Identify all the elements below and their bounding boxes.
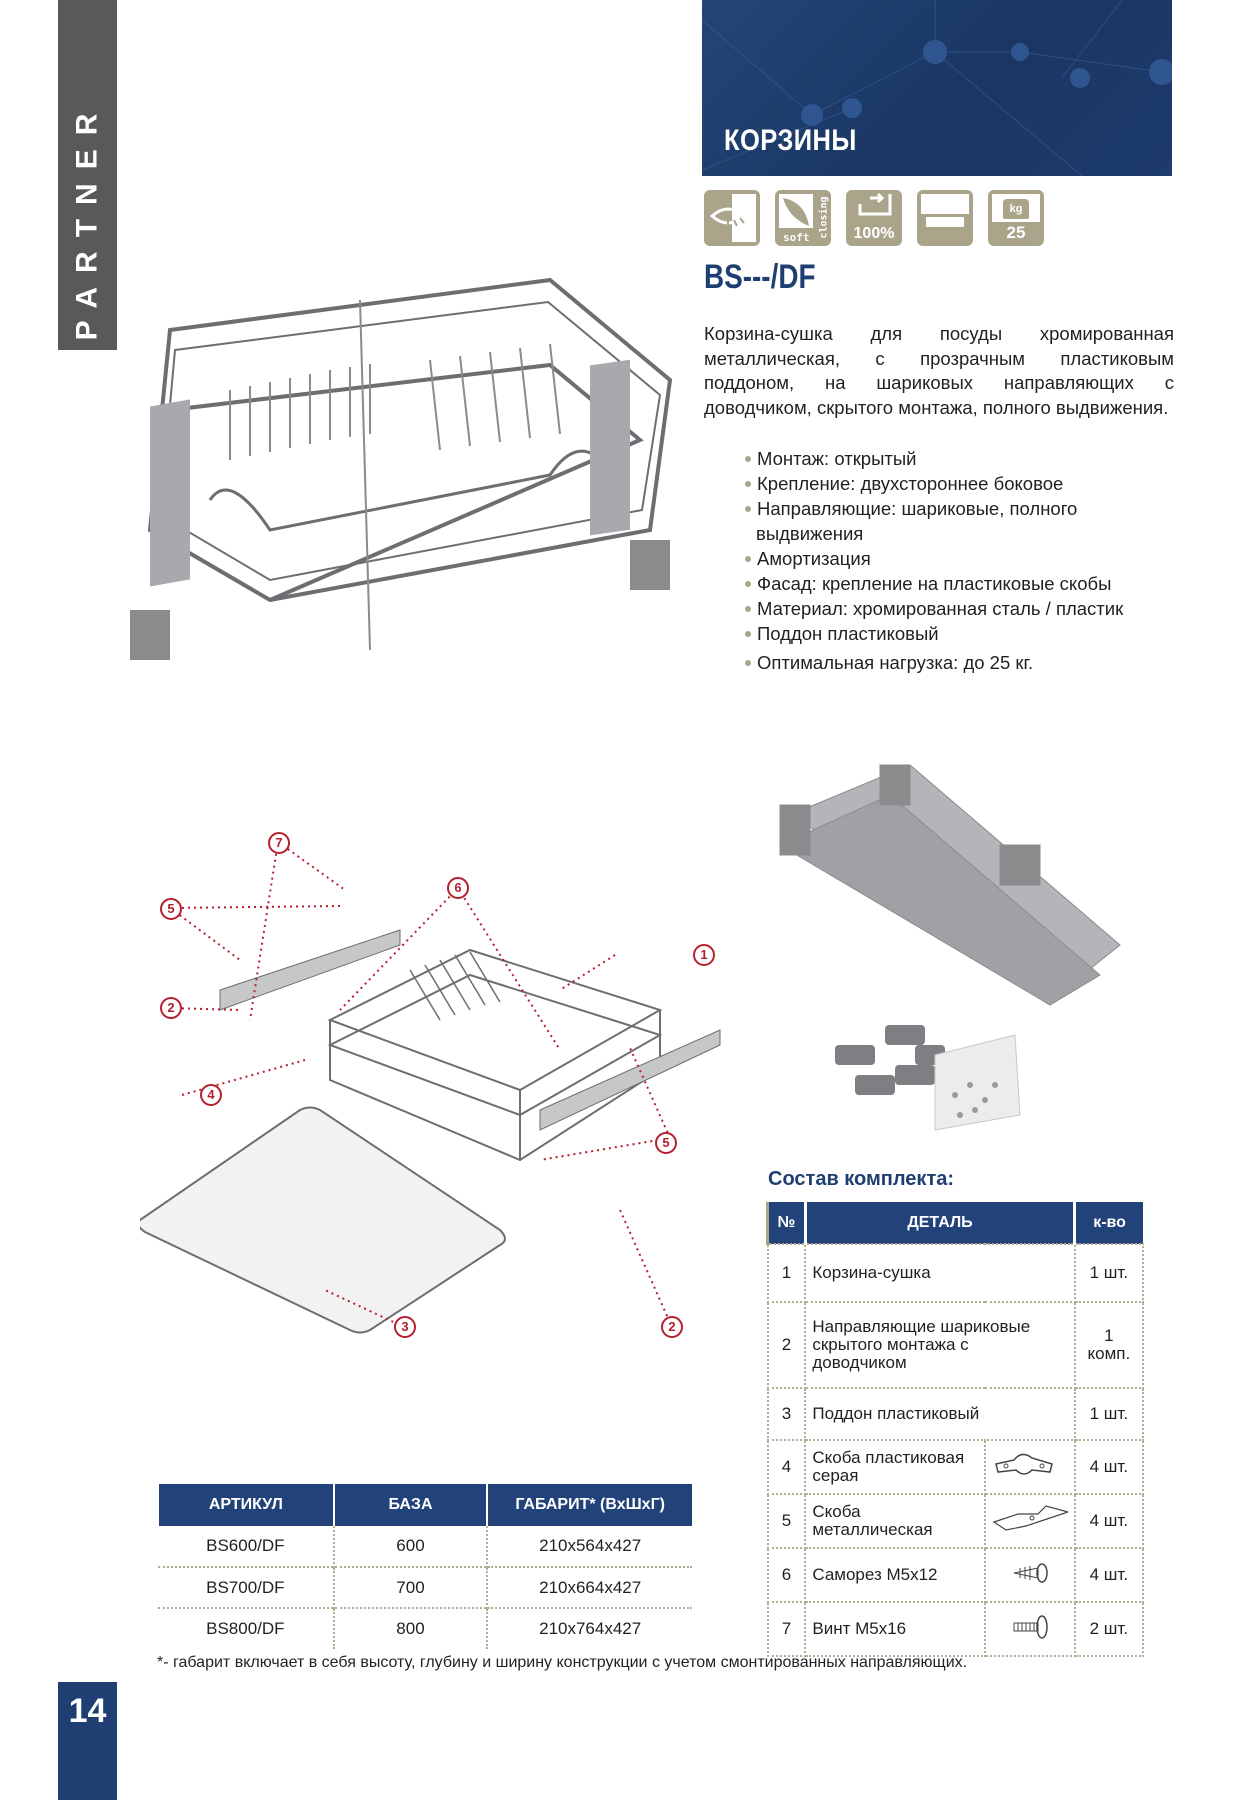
header-dimensions: ГАБАРИТ* (ВхШхГ)	[486, 1484, 692, 1526]
feature-item: Монтаж: открытый	[745, 446, 1123, 471]
hidden-mount-icon	[704, 190, 760, 246]
bolt-icon	[983, 1601, 1076, 1657]
drawer-icon	[917, 190, 973, 246]
kit-header-qty: к-во	[1073, 1202, 1143, 1244]
feature-item: Поддон пластиковый	[745, 621, 1123, 646]
callout-1: 1	[693, 944, 715, 966]
page-number: 14	[58, 1682, 117, 1800]
brand-logo: PARTNER	[70, 99, 104, 341]
feature-item: Направляющие: шариковые, полного	[745, 496, 1123, 521]
callout-7: 7	[268, 832, 290, 854]
feature-list: Монтаж: открытый Крепление: двухсторонне…	[745, 446, 1123, 675]
soft-closing-icon: soft closing	[775, 190, 831, 246]
feature-icons: soft closing 100% kg 25	[704, 190, 1044, 246]
callout-2: 2	[160, 997, 182, 1019]
plastic-bracket-icon	[983, 1439, 1076, 1495]
metal-bracket-icon	[983, 1493, 1076, 1549]
kit-title: Состав комплекта:	[768, 1168, 955, 1190]
callout-3: 3	[394, 1316, 416, 1338]
feature-item: Фасад: крепление на пластиковые скобы	[745, 571, 1123, 596]
callout-5: 5	[160, 898, 182, 920]
basket-photo	[130, 277, 673, 660]
header-base: БАЗА	[332, 1484, 488, 1526]
network-background	[702, 0, 1172, 176]
callout-2b: 2	[661, 1316, 683, 1338]
header-banner: КОРЗИНЫ	[702, 0, 1172, 176]
self-tapping-screw-icon	[983, 1547, 1076, 1603]
rails-photo	[778, 764, 1121, 1006]
section-title: КОРЗИНЫ	[724, 124, 857, 157]
callout-5b: 5	[655, 1132, 677, 1154]
clips-photo	[835, 1025, 1021, 1131]
brand-sidebar: PARTNER	[58, 0, 117, 350]
kit-header-number: №	[766, 1202, 806, 1244]
model-name: BS---/DF	[704, 258, 816, 296]
callout-4: 4	[200, 1084, 222, 1106]
full-extension-icon: 100%	[846, 190, 902, 246]
callout-6: 6	[447, 877, 469, 899]
feature-item: выдвижения	[756, 523, 864, 544]
footnote: *- габарит включает в себя высоту, глуби…	[157, 1654, 968, 1671]
kit-header-part: ДЕТАЛЬ	[803, 1202, 1075, 1244]
feature-item: Материал: хромированная сталь / пластик	[745, 596, 1123, 621]
product-description: Корзина-сушка для посуды хромированная м…	[704, 323, 1174, 418]
feature-item: Оптимальная нагрузка: до 25 кг.	[745, 650, 1123, 675]
load-weight-icon: kg 25	[988, 190, 1044, 246]
feature-item: Амортизация	[745, 546, 1123, 571]
feature-item: Крепление: двухстороннее боковое	[745, 471, 1123, 496]
header-article: АРТИКУЛ	[157, 1484, 334, 1526]
exploded-diagram: 7 5 6 1 2 4 5 3 2	[140, 820, 770, 1350]
